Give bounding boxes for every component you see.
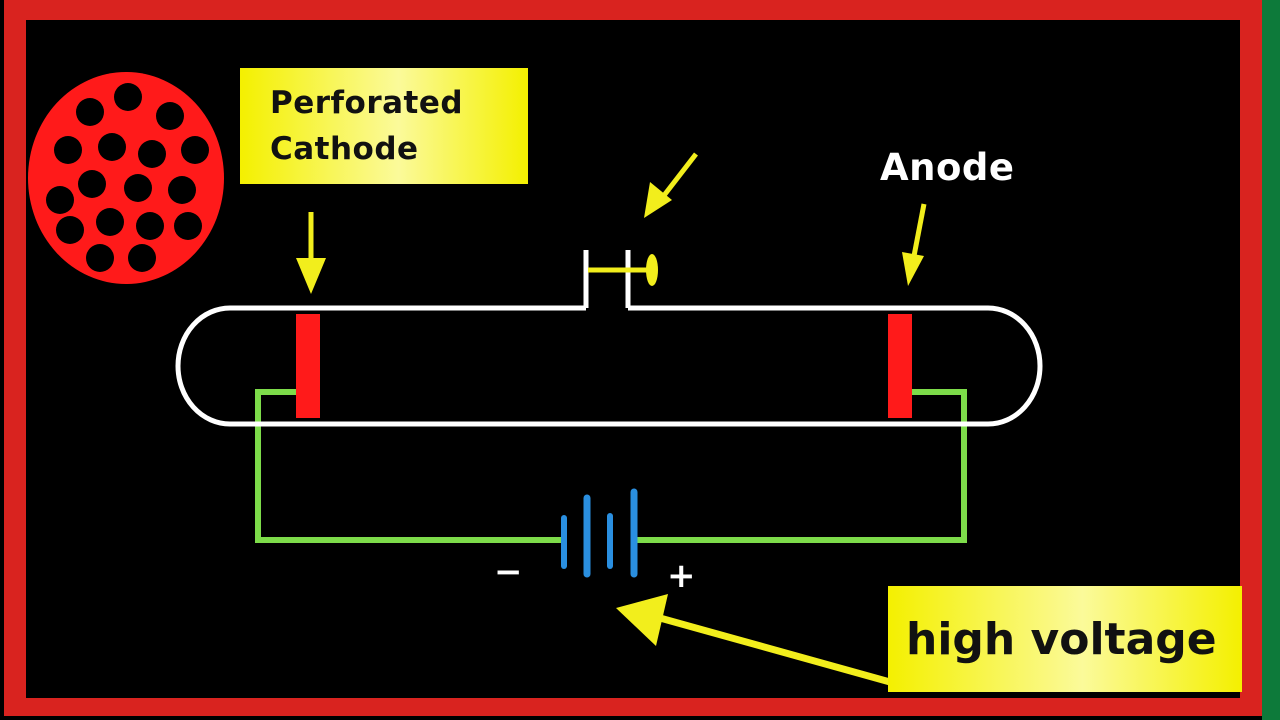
high-voltage-arrow-icon [616,594,891,686]
cathode-electrode [296,314,320,418]
battery-icon [561,488,638,578]
cathode-label-line2: Cathode [270,131,419,167]
high-voltage-label: high voltage [888,586,1242,692]
perforated-cathode-label: Perforated Cathode [240,68,528,184]
pump-outlet [583,250,658,308]
cathode-label-line1: Perforated [270,85,464,121]
anode-arrow-icon [902,203,927,286]
anode-label: Anode [880,146,1015,189]
battery-plus-sign: + [667,556,696,596]
battery-minus-sign: − [494,552,523,592]
pump-arrow-icon [644,152,698,218]
red-border [4,0,1262,716]
anode-electrode [888,314,912,418]
circuit-wire [255,389,967,543]
perforated-cathode-disc-icon [28,72,224,284]
discharge-tube [175,305,1043,427]
green-edge-strip [1262,0,1280,720]
cathode-arrow-icon [296,212,326,294]
